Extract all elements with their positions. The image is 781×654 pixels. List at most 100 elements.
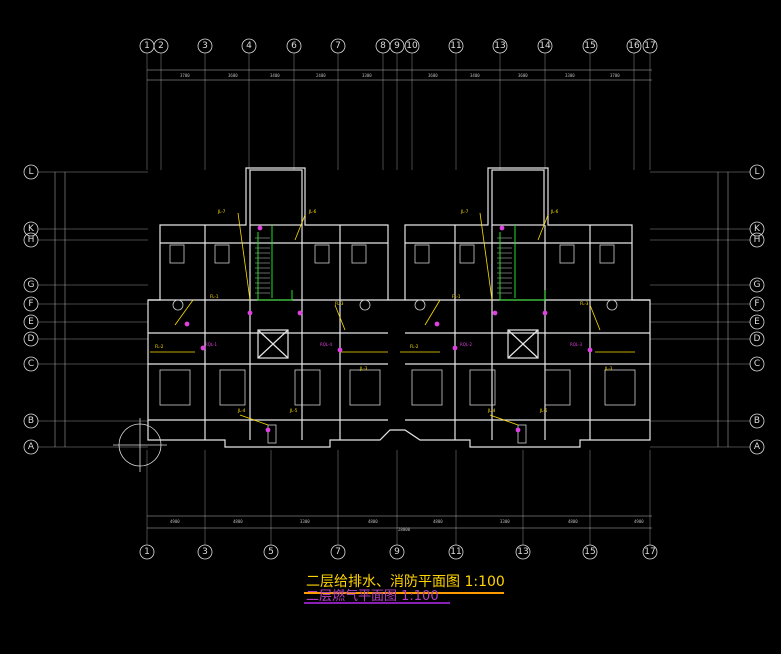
axis-bubble-right: F xyxy=(749,296,765,312)
svg-text:3600: 3600 xyxy=(228,73,238,78)
axis-bubble-bottom-label: 9 xyxy=(394,547,400,557)
subtitle-underline xyxy=(304,602,450,604)
axis-bubble-top-label: 6 xyxy=(291,41,297,51)
drawing-subtitle: 二层燃气平面图 1:100 xyxy=(306,589,439,604)
gas-pipes xyxy=(184,225,593,433)
axis-bubble-top-label: 10 xyxy=(406,41,418,51)
yellow-pipes xyxy=(150,212,635,426)
axis-bubble-top: 9 xyxy=(389,38,405,54)
svg-text:3600: 3600 xyxy=(428,73,438,78)
axis-bubble-bottom: 17 xyxy=(642,544,658,560)
svg-text:FL-2: FL-2 xyxy=(410,344,419,349)
axis-bubble-top: 4 xyxy=(241,38,257,54)
axis-bubble-left: B xyxy=(23,413,39,429)
axis-bubble-right: K xyxy=(749,221,765,237)
axis-bubble-bottom-label: 15 xyxy=(584,547,595,557)
svg-text:4800: 4800 xyxy=(368,519,378,524)
svg-text:JL-5: JL-5 xyxy=(539,408,548,413)
axis-bubble-left: L xyxy=(23,164,39,180)
axis-bubble-bottom-label: 17 xyxy=(644,547,655,557)
axis-bubble-top: 16 xyxy=(626,38,642,54)
svg-text:FL-3: FL-3 xyxy=(335,301,344,306)
svg-text:3300: 3300 xyxy=(300,519,310,524)
axis-bubble-bottom-label: 11 xyxy=(450,547,461,557)
svg-text:JL-3: JL-3 xyxy=(359,366,368,371)
axis-bubble-left-label: L xyxy=(28,167,33,177)
axis-bubble-bottom: 7 xyxy=(330,544,346,560)
drawing-title: 二层给排水、消防平面图 1:100 xyxy=(306,574,505,590)
axis-bubble-top: 6 xyxy=(286,38,302,54)
svg-text:3600: 3600 xyxy=(518,73,528,78)
title-underline xyxy=(304,592,504,594)
axis-bubble-left: A xyxy=(23,439,39,455)
svg-text:4800: 4800 xyxy=(568,519,578,524)
svg-text:JL-3: JL-3 xyxy=(604,366,613,371)
axis-bubble-left: E xyxy=(23,314,39,330)
svg-text:JL-7: JL-7 xyxy=(217,209,226,214)
axis-bubble-top: 3 xyxy=(197,38,213,54)
axis-bubble-top-label: 9 xyxy=(394,41,400,51)
north-arrow xyxy=(113,418,167,472)
axis-bubble-right: L xyxy=(749,164,765,180)
axis-bubble-top: 17 xyxy=(642,38,658,54)
svg-text:JL-4: JL-4 xyxy=(237,408,246,413)
axis-bubble-left-label: G xyxy=(28,280,35,290)
axis-bubble-right: D xyxy=(749,331,765,347)
axis-bubble-top: 14 xyxy=(537,38,553,54)
axis-bubble-left-label: A xyxy=(28,442,35,452)
axis-bubble-right: G xyxy=(749,277,765,293)
axis-bubble-right: A xyxy=(749,439,765,455)
axis-bubble-top-label: 15 xyxy=(584,41,595,51)
axis-bubble-right: E xyxy=(749,314,765,330)
svg-text:3300: 3300 xyxy=(500,519,510,524)
axis-bubble-bottom-label: 3 xyxy=(202,547,208,557)
axis-bubble-top-label: 7 xyxy=(335,41,341,51)
axis-bubble-top: 11 xyxy=(448,38,464,54)
axis-bubble-right-label: H xyxy=(754,235,761,245)
svg-text:3400: 3400 xyxy=(470,73,480,78)
svg-text:4800: 4800 xyxy=(233,519,243,524)
axis-bubble-top: 13 xyxy=(492,38,508,54)
axis-bubble-right-label: E xyxy=(754,317,760,327)
axis-bubble-top-label: 13 xyxy=(494,41,505,51)
axis-bubble-bottom: 9 xyxy=(389,544,405,560)
svg-text:3300: 3300 xyxy=(565,73,575,78)
axis-bubble-left-label: E xyxy=(28,317,34,327)
axis-bubble-top-label: 3 xyxy=(202,41,208,51)
axis-bubble-left-label: B xyxy=(28,416,34,426)
axis-bubble-top-label: 8 xyxy=(380,41,386,51)
axis-bubble-top: 7 xyxy=(330,38,346,54)
axis-bubble-left-label: K xyxy=(28,224,35,234)
axis-bubble-top-label: 14 xyxy=(539,41,551,51)
svg-text:JL-4: JL-4 xyxy=(487,408,496,413)
svg-text:FL-3: FL-3 xyxy=(580,301,589,306)
axis-bubble-top-label: 2 xyxy=(158,41,164,51)
svg-text:RQL-1: RQL-1 xyxy=(205,342,218,347)
axis-bubble-top: 15 xyxy=(582,38,598,54)
svg-text:4900: 4900 xyxy=(170,519,180,524)
axis-bubble-bottom: 1 xyxy=(139,544,155,560)
svg-text:JL-7: JL-7 xyxy=(460,209,469,214)
svg-text:JL-5: JL-5 xyxy=(289,408,298,413)
axis-bubble-left: F xyxy=(23,296,39,312)
axis-bubble-right-label: F xyxy=(754,299,759,309)
axis-bubble-right: H xyxy=(749,232,765,248)
axis-bubble-top-label: 16 xyxy=(628,41,640,51)
axis-bubble-right: C xyxy=(749,356,765,372)
axis-bubble-bottom-label: 13 xyxy=(517,547,528,557)
axis-bubble-left-label: C xyxy=(28,359,34,369)
axis-bubble-top: 10 xyxy=(404,38,420,54)
svg-text:2400: 2400 xyxy=(316,73,326,78)
axis-bubble-left: K xyxy=(23,221,39,237)
axis-bubble-top-label: 4 xyxy=(246,41,252,51)
svg-text:FL-2: FL-2 xyxy=(155,344,164,349)
axis-bubble-bottom: 11 xyxy=(448,544,464,560)
svg-text:JL-6: JL-6 xyxy=(550,209,559,214)
svg-text:4800: 4800 xyxy=(433,519,443,524)
axis-bubble-right: B xyxy=(749,413,765,429)
axis-bubble-left-label: D xyxy=(28,334,35,344)
axis-bubble-right-label: D xyxy=(754,334,761,344)
